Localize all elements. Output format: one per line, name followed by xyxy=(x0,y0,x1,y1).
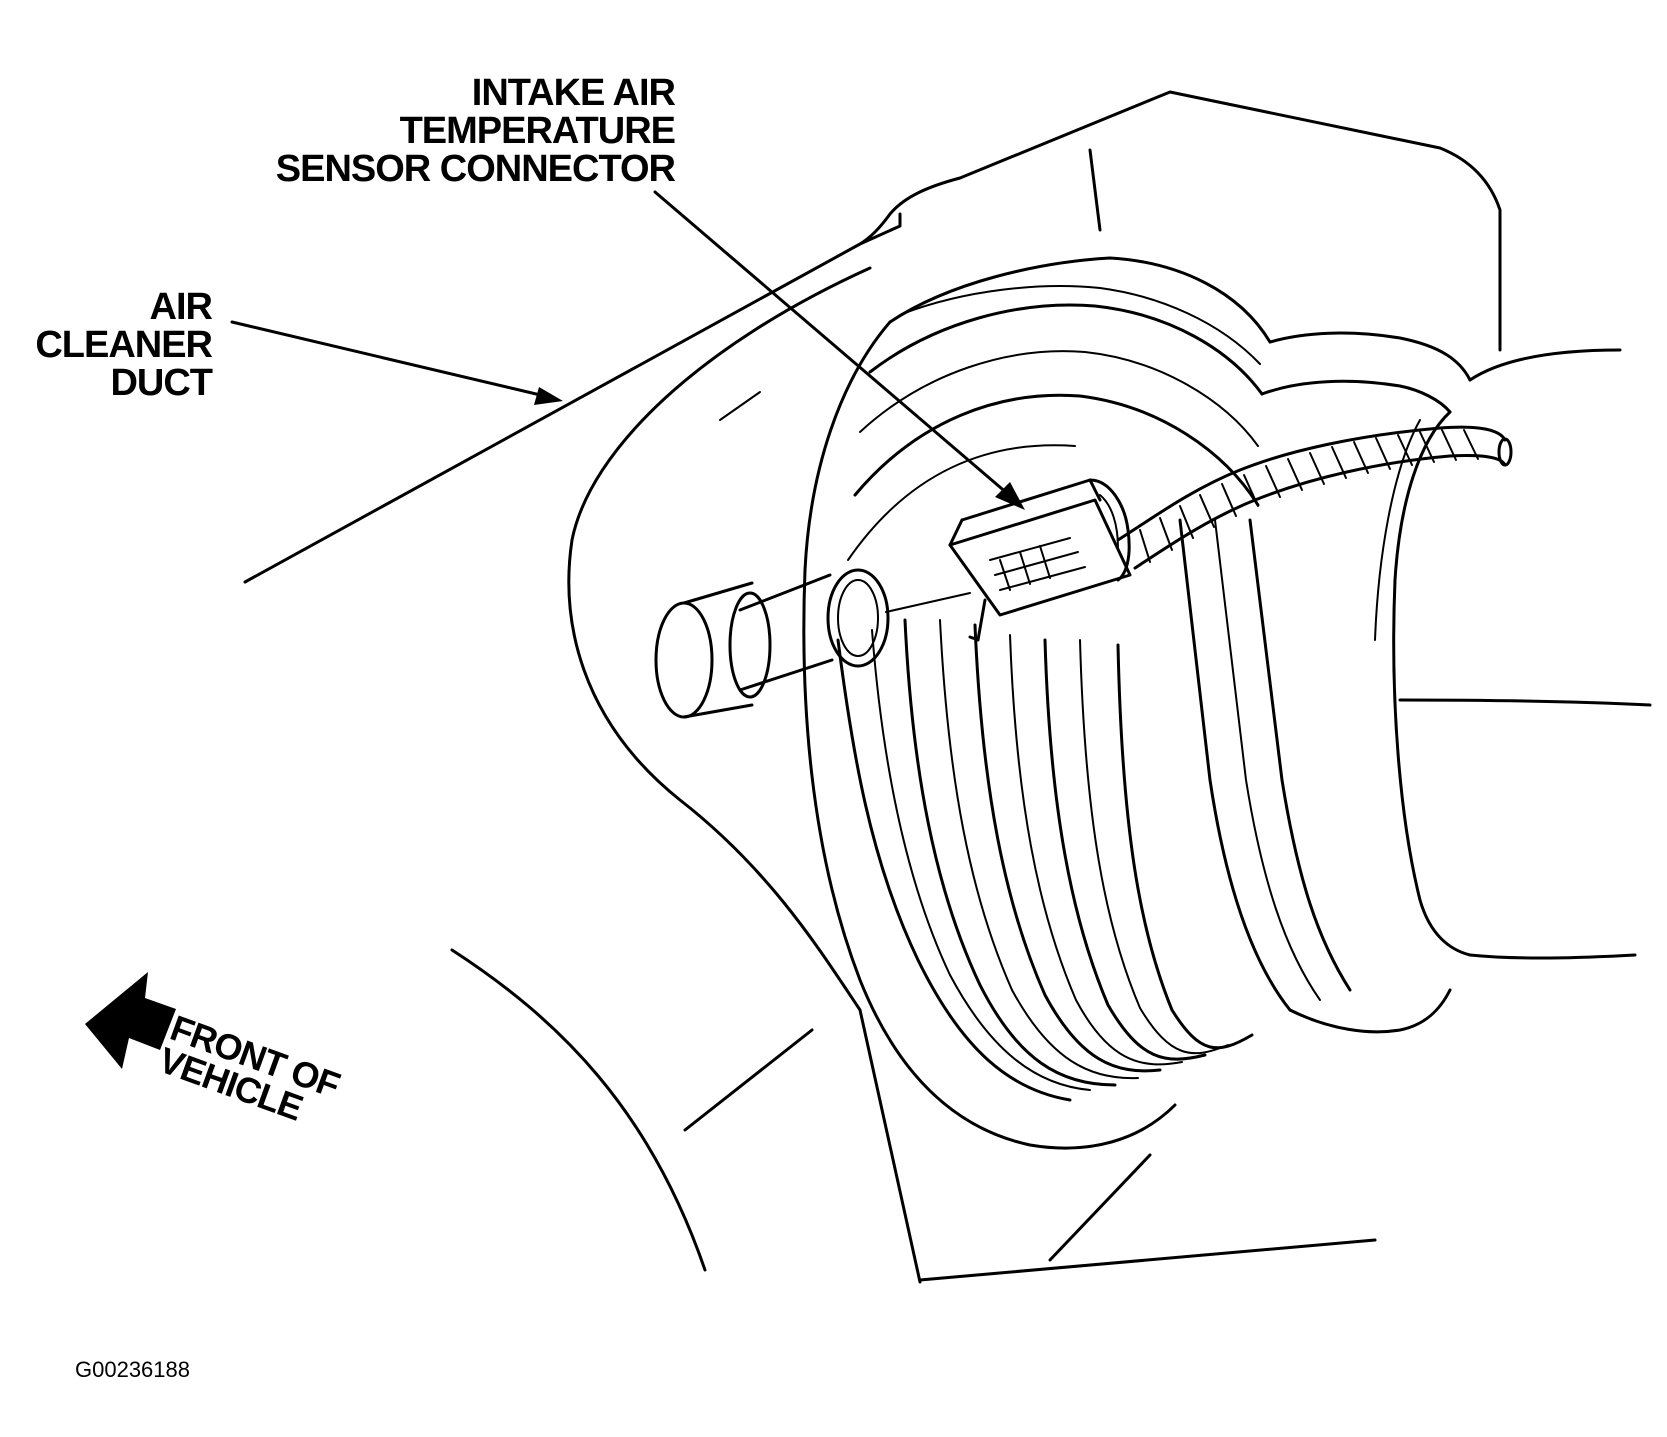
line-art xyxy=(230,90,1652,1284)
figure-id: G00236188 xyxy=(75,1357,190,1382)
air-cleaner-duct-arrowhead xyxy=(534,387,563,405)
label-iat-connector-line-3: SENSOR CONNECTOR xyxy=(276,148,676,190)
air-cleaner-duct-leader xyxy=(230,320,555,400)
label-air-cleaner-duct-line-1: AIR xyxy=(150,286,213,328)
arrow-left-icon xyxy=(85,972,176,1069)
corrugated-duct xyxy=(802,256,1652,1150)
air-cleaner-housing xyxy=(243,90,1502,1284)
label-air-cleaner-duct-line-3: DUCT xyxy=(110,362,212,404)
iat-connector-arrowhead xyxy=(995,482,1025,510)
iat-connector-leader xyxy=(653,190,1017,502)
wiring-harness xyxy=(1116,425,1513,570)
label-air-cleaner-duct: AIR CLEANER DUCT xyxy=(35,286,213,404)
label-iat-connector: INTAKE AIR TEMPERATURE SENSOR CONNECTOR xyxy=(276,72,677,190)
iat-sensor xyxy=(654,568,971,719)
label-iat-connector-line-2: TEMPERATURE xyxy=(400,110,675,152)
label-front-of-vehicle: FRONT OF VEHICLE xyxy=(154,1007,345,1128)
iat-connector xyxy=(948,478,1132,642)
label-air-cleaner-duct-line-2: CLEANER xyxy=(35,324,212,366)
label-iat-connector-line-1: INTAKE AIR xyxy=(472,72,676,114)
